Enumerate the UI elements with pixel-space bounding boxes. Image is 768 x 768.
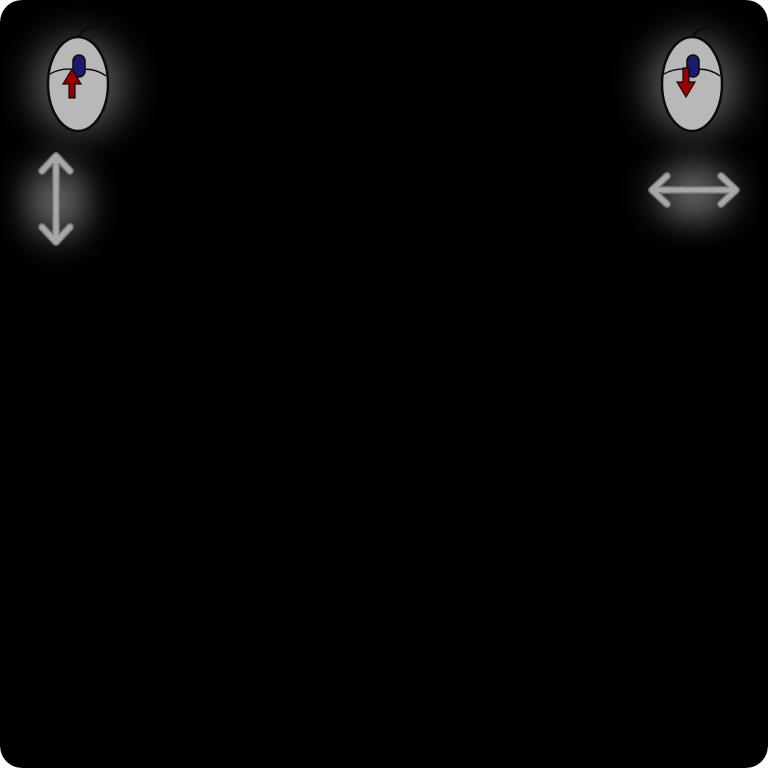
mouse-scroll-down-icon: [656, 22, 732, 138]
scroll-wheel: [686, 54, 700, 78]
vertical-arrow-fill: [39, 153, 73, 245]
horizontal-arrow-fill: [649, 173, 739, 207]
mouse-svg: [46, 25, 110, 133]
scroll-wheel: [72, 54, 86, 78]
scroll-down-arrow-icon: [675, 67, 697, 99]
horizontal-arrow-svg: [648, 172, 740, 208]
horizontal-double-arrow-icon: [642, 166, 746, 214]
mouse-scroll-up-icon: [42, 22, 118, 138]
scroll-up-arrow-icon: [61, 67, 83, 99]
mouse-svg-right: [660, 25, 724, 133]
vertical-double-arrow-icon: [32, 146, 80, 252]
vertical-arrow-svg: [38, 152, 74, 246]
